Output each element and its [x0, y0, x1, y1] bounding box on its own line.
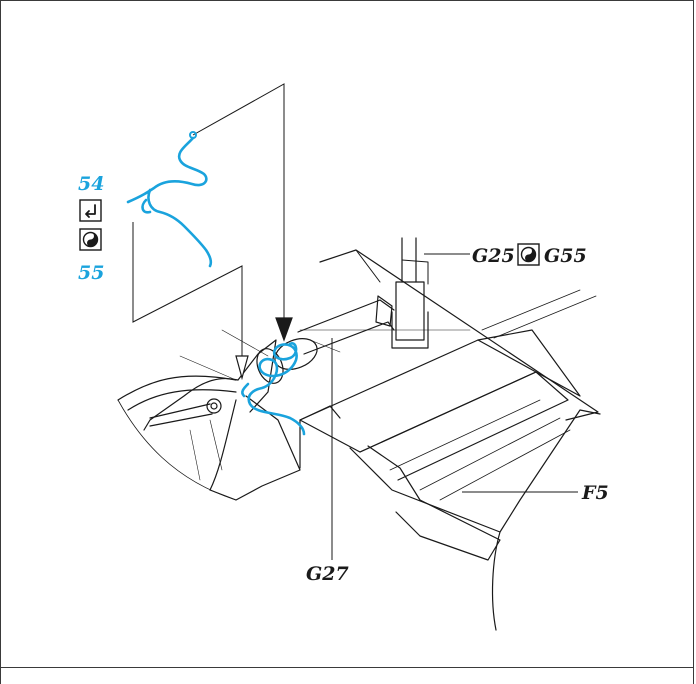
- lever: [149, 403, 213, 427]
- callout-g55: G55: [544, 245, 587, 267]
- front-cover: [209, 399, 301, 491]
- rod-collar: [395, 281, 425, 341]
- inset-leader-upper: [192, 83, 285, 318]
- rod-cap: [401, 259, 429, 285]
- guide-hatch: [189, 419, 223, 481]
- label-leaders: [331, 253, 578, 560]
- return-symbol-box: [79, 199, 102, 222]
- back-plate: [319, 249, 599, 421]
- hook-plate: [237, 339, 277, 413]
- bed-arc: [117, 399, 237, 501]
- base-front: [367, 445, 501, 561]
- callout-54: 54: [78, 173, 104, 195]
- diagram-frame: [0, 0, 694, 668]
- inset-leader-lines: [132, 83, 285, 356]
- inset-symbols: [79, 199, 102, 251]
- base-curve: [491, 531, 501, 631]
- platform-top: [299, 339, 537, 453]
- platform-front: [359, 371, 569, 481]
- machine-outline: [117, 237, 601, 631]
- callout-g27: G27: [306, 563, 349, 585]
- inset-leader-lower: [132, 222, 243, 356]
- bed-curve-outer: [117, 375, 237, 401]
- platform-right: [477, 329, 581, 397]
- frame-bottom-strip: [0, 667, 694, 684]
- slide-arm-end: [375, 295, 393, 327]
- callout-f5: F5: [581, 482, 609, 504]
- platform-ledge: [349, 409, 601, 533]
- yin-yang-icon: [82, 231, 99, 248]
- right-rail: [481, 289, 597, 339]
- knob: [206, 398, 222, 414]
- back-plate-edge: [355, 249, 381, 283]
- callout-55: 55: [78, 262, 104, 284]
- yin-yang-icon: [520, 246, 537, 263]
- bed-curve-inner: [127, 389, 237, 411]
- arrow-down-left: [235, 355, 249, 381]
- knob-inner: [210, 402, 218, 410]
- callout-g25: G25: [472, 245, 515, 267]
- platform-lines: [389, 399, 571, 501]
- guide-arrows: [235, 317, 293, 381]
- arrow-down-right: [275, 317, 293, 342]
- hook-arm: [143, 377, 239, 431]
- return-arrow-icon: [85, 204, 96, 218]
- thread-path-inset: [126, 131, 213, 268]
- slide-arm-top: [297, 299, 395, 333]
- thread-path-machine: [241, 341, 306, 436]
- bobbin-case: [209, 395, 301, 501]
- fine-lines: [179, 329, 471, 381]
- g25-symbol: [517, 243, 540, 266]
